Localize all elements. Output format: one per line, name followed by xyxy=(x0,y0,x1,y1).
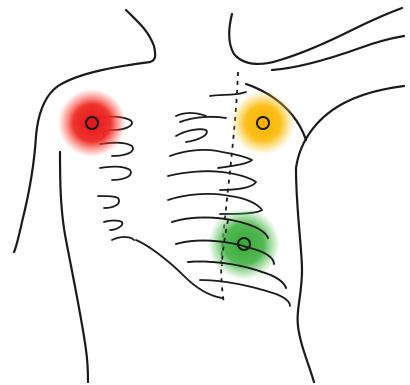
torso-outline xyxy=(14,8,404,382)
clavicle-right xyxy=(176,113,206,116)
right-flank-line xyxy=(60,152,88,382)
clavicle-left xyxy=(210,92,246,96)
yellow-electrode-glow xyxy=(231,91,295,155)
red-electrode-glow xyxy=(58,89,126,157)
left-shoulder-line xyxy=(272,36,404,70)
right-shoulder-line xyxy=(14,62,150,252)
neck-right-line xyxy=(229,8,402,64)
yellow-electrode xyxy=(231,91,295,155)
left-armpit-line xyxy=(296,86,404,168)
red-electrode xyxy=(58,89,126,157)
left-flank-line xyxy=(296,168,314,382)
neck-left-line xyxy=(126,10,155,62)
